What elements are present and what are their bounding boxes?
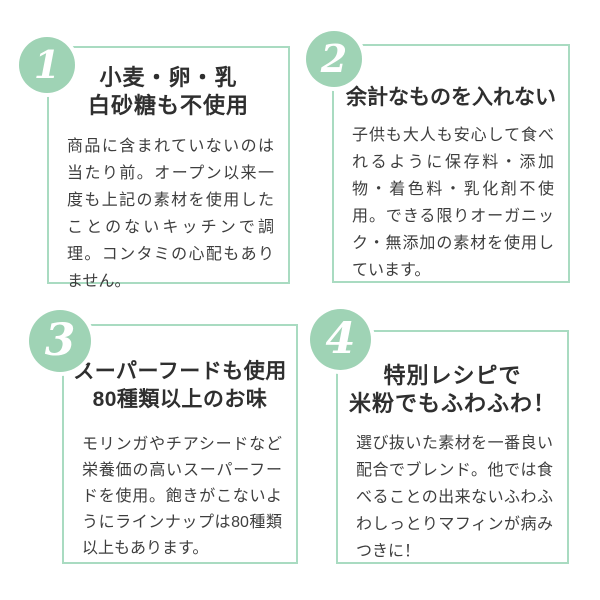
feature-4-title-line-2: 米粉でもふわふわ！ bbox=[348, 391, 556, 416]
feature-3-number-badge: 3 bbox=[29, 310, 91, 372]
feature-4-number-badge: 4 bbox=[310, 309, 371, 370]
feature-1-title-line-1: 小麦・卵・乳 bbox=[99, 65, 238, 90]
feature-card-2: 余計なものを入れない 子供も大人も安心して食べれるように保存料・添加物・着色料・… bbox=[332, 44, 570, 283]
feature-2-number-badge: 2 bbox=[306, 31, 362, 87]
feature-3-number: 3 bbox=[44, 315, 76, 366]
feature-card-3: スーパーフードも使用 80種類以上のお味 モリンガやチアシードなど栄養価の高いス… bbox=[62, 324, 298, 564]
feature-4-title: 特別レシピで 米粉でもふわふわ！ bbox=[338, 332, 567, 418]
feature-2-number: 2 bbox=[320, 36, 348, 81]
feature-3-title-line-2: 80種類以上のお味 bbox=[92, 388, 268, 411]
feature-2-title-line-1: 余計なものを入れない bbox=[346, 86, 556, 109]
feature-2-body: 子供も大人も安心して食べれるように保存料・添加物・着色料・乳化剤不使用。できる限… bbox=[352, 127, 554, 279]
feature-card-1: 小麦・卵・乳 白砂糖も不使用 商品に含まれていないのは当たり前。オープン以来一度… bbox=[47, 46, 290, 290]
feature-card-4: 特別レシピで 米粉でもふわふわ！ 選び抜いた素材を一番良い配合でブレンド。他では… bbox=[336, 330, 569, 564]
feature-4-body: 選び抜いた素材を一番良い配合でブレンド。他では食べることの出来ないふわふわしっと… bbox=[356, 435, 553, 560]
feature-3-title: スーパーフードも使用 80種類以上のお味 bbox=[64, 326, 296, 414]
feature-4-number: 4 bbox=[325, 314, 356, 364]
feature-3-title-line-1: スーパーフードも使用 bbox=[73, 360, 287, 383]
feature-2-title: 余計なものを入れない bbox=[334, 46, 568, 112]
feature-1-title: 小麦・卵・乳 白砂糖も不使用 bbox=[49, 48, 288, 120]
feature-1-number-badge: 1 bbox=[19, 37, 75, 93]
feature-4-title-line-1: 特別レシピで bbox=[383, 363, 522, 388]
feature-1-number: 1 bbox=[33, 42, 61, 87]
feature-1-body: 商品に含まれていないのは当たり前。オープン以来一度も上記の素材を使用したことのな… bbox=[67, 138, 274, 290]
feature-1-title-line-2: 白砂糖も不使用 bbox=[87, 93, 249, 118]
feature-3-body: モリンガやチアシードなど栄養価の高いスーパーフードを使用。飽きがこないようにライ… bbox=[82, 436, 282, 557]
